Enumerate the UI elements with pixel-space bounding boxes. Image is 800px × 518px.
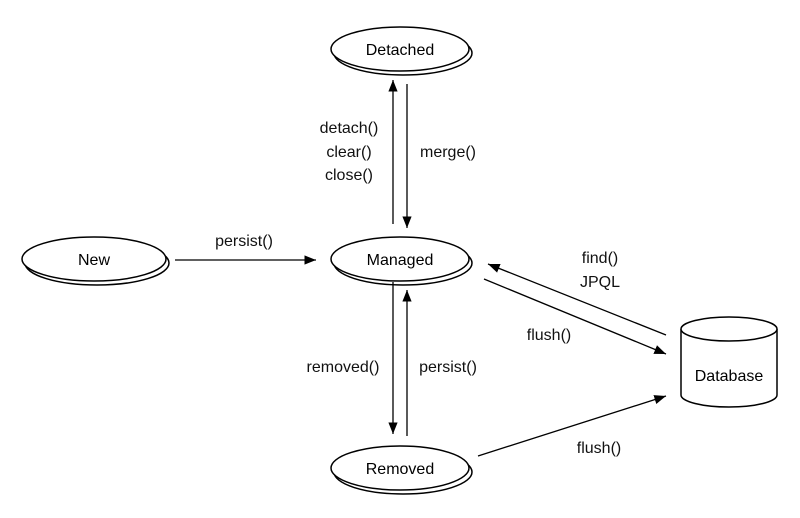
detached-node: Detached: [330, 26, 473, 76]
clear-label: clear(): [326, 144, 371, 161]
removed-label: Removed: [366, 461, 434, 478]
close-label: close(): [325, 167, 373, 184]
flush-managed-label: flush(): [527, 327, 571, 344]
detach-label: detach(): [320, 120, 379, 137]
persist-removed-label: persist(): [419, 359, 477, 376]
edge-managed-to-database: [483, 278, 667, 355]
database-node: Database: [680, 316, 778, 408]
detached-label: Detached: [366, 42, 435, 59]
new-node: New: [21, 236, 170, 286]
database-label: Database: [695, 368, 764, 385]
flush-removed-label: flush(): [577, 440, 621, 457]
managed-node: Managed: [330, 236, 473, 286]
managed-label: Managed: [367, 252, 434, 269]
new-label: New: [78, 252, 110, 269]
edge-database-to-managed: [487, 263, 667, 336]
removed-call-label: removed(): [307, 359, 380, 376]
removed-node: Removed: [330, 445, 473, 495]
persist-new-label: persist(): [215, 233, 273, 250]
merge-label: merge(): [420, 144, 476, 161]
find-label: find(): [582, 250, 618, 267]
edge-removed-to-database: [477, 395, 667, 457]
jpql-label: JPQL: [580, 274, 620, 291]
